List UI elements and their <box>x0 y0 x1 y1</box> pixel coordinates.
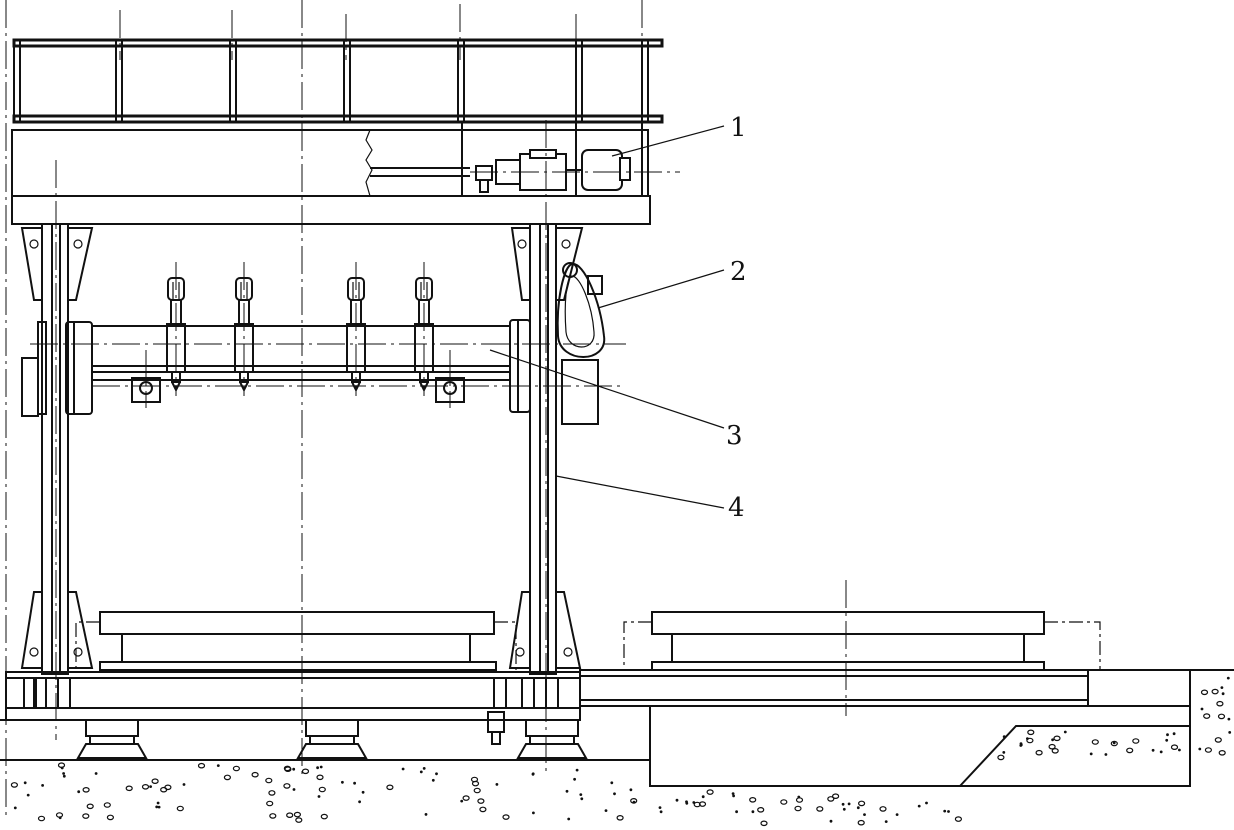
chain-tensioner <box>556 262 606 425</box>
callouts: 1 2 3 4 <box>489 113 747 523</box>
callout-4: 4 <box>728 493 745 523</box>
center-lines <box>5 0 847 820</box>
callout-3: 3 <box>726 421 743 451</box>
top-railing <box>12 38 664 196</box>
callout-2: 2 <box>730 257 747 287</box>
top-beam <box>11 129 651 225</box>
drive-motor-assembly <box>470 149 680 193</box>
leveling-feet <box>76 719 588 759</box>
clamp-beam <box>21 262 531 417</box>
left-column <box>20 223 94 675</box>
workpieces <box>75 611 1101 671</box>
foundation <box>0 669 1234 827</box>
right-column <box>508 223 584 675</box>
callout-1: 1 <box>730 113 747 143</box>
